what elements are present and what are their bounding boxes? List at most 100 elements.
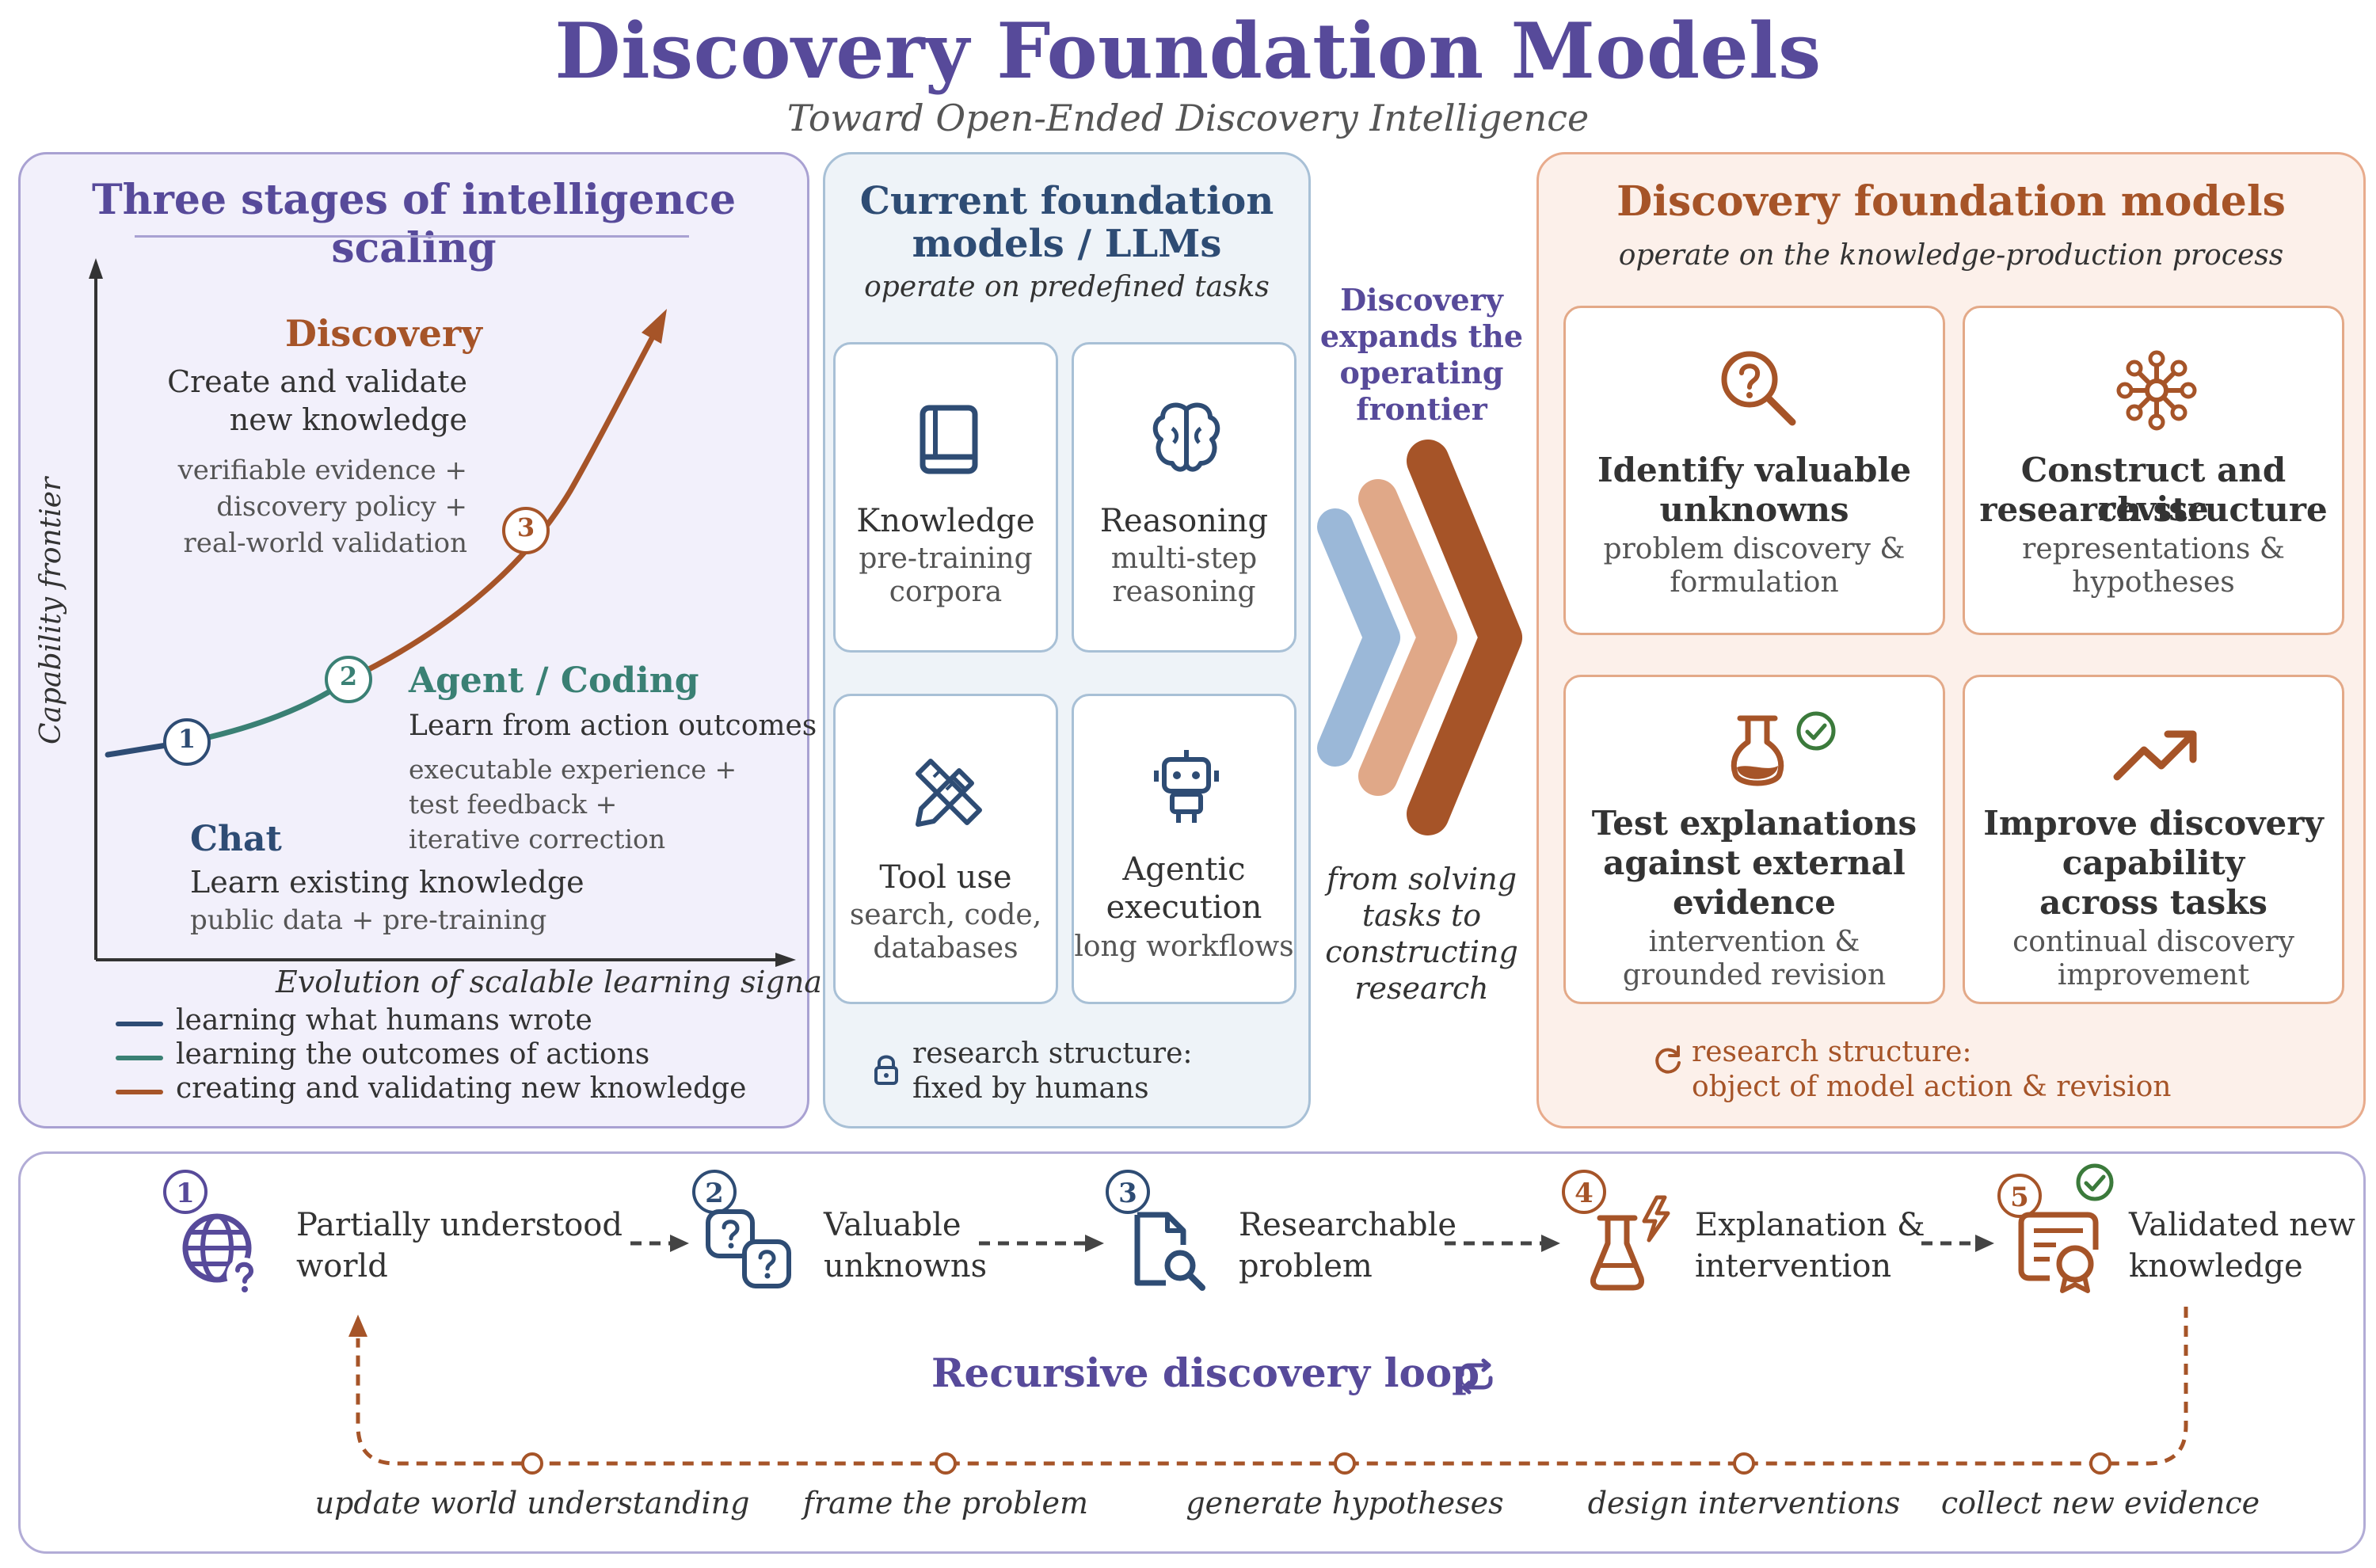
card-improve-title2: capability <box>2062 843 2245 882</box>
page-subtitle: Toward Open-Ended Discovery Intelligence <box>786 97 1590 139</box>
stage-agent-detail3: iterative correction <box>409 824 666 854</box>
step-2-line2: unknowns <box>824 1248 988 1284</box>
loop-return-arrowhead <box>348 1315 367 1337</box>
right-footer-line2: object of model action & revision <box>1692 1071 2172 1103</box>
chevron-brown <box>1407 440 1522 835</box>
loop-step-generate: generate hypotheses <box>1186 1486 1504 1520</box>
transition-bottom-line1: from solving <box>1326 862 1517 896</box>
x-axis-label: Evolution of scalable learning signals <box>276 965 847 999</box>
loop-return-path <box>356 1307 2188 1466</box>
legend-label-agent: learning the outcomes of actions <box>176 1038 650 1071</box>
step-3-badge: 3 <box>1106 1170 1150 1214</box>
card-agentic-title1: Agentic <box>1122 851 1246 888</box>
transition-top-line3: operating <box>1339 355 1504 390</box>
stage-1-marker <box>163 718 211 766</box>
step-1-line1: Partially understood <box>296 1207 623 1243</box>
arrow-1-2-head <box>670 1235 689 1252</box>
card-test-explanations: Test explanations against external evide… <box>1563 675 1945 1004</box>
card-construct-title1: Construct and revise <box>2020 451 2287 528</box>
transition-bottom-line4: research <box>1354 971 1489 1006</box>
middle-title-line2: models / LLMs <box>912 222 1222 266</box>
step-2-badge: 2 <box>692 1170 737 1214</box>
stage-discovery-name: Discovery <box>285 312 482 355</box>
stage-2-marker <box>325 656 372 703</box>
loop-node-design <box>1733 1452 1755 1475</box>
step-4-line2: intervention <box>1695 1248 1892 1284</box>
step-5-line1: Validated new <box>2129 1207 2355 1243</box>
loop-step-design: design interventions <box>1587 1486 1901 1520</box>
card-construct-line1: representations & <box>2022 533 2285 565</box>
repeat-icon <box>1460 1358 1493 1395</box>
loop-node-collect <box>2089 1452 2111 1475</box>
card-identify-title2: unknowns <box>1659 490 1849 529</box>
step-4-badge: 4 <box>1562 1170 1606 1214</box>
middle-footer-line1: research structure: <box>912 1037 1193 1070</box>
card-identify-line1: problem discovery & <box>1603 533 1906 565</box>
card-test-title3: evidence <box>1672 883 1836 922</box>
card-knowledge: Knowledge pre-training corpora <box>833 342 1058 653</box>
card-test-line1: intervention & <box>1648 926 1860 958</box>
right-subtitle: operate on the knowledge-production proc… <box>1618 239 2284 272</box>
card-test-title1: Test explanations <box>1591 804 1917 843</box>
globe-question-icon <box>182 1213 261 1292</box>
question-boxes-icon <box>706 1209 791 1288</box>
card-test-title2: against external <box>1603 843 1906 882</box>
stage-discovery-detail2: discovery policy + <box>216 491 467 523</box>
brain-icon <box>1152 402 1220 472</box>
legend-label-chat: learning what humans wrote <box>176 1004 592 1037</box>
flask-icon <box>1731 715 1784 786</box>
card-identify-unknowns: Identify valuable unknowns problem disco… <box>1563 306 1945 635</box>
card-test-line2: grounded revision <box>1622 959 1887 991</box>
step-5-badge: 5 <box>1997 1174 2042 1218</box>
card-improve-title1: Improve discovery <box>1983 804 2324 843</box>
page-title: Discovery Foundation Models <box>554 6 1822 96</box>
trend-up-icon <box>2113 730 2197 781</box>
flask-bolt-icon <box>1590 1195 1670 1291</box>
step-3-line2: problem <box>1239 1248 1373 1284</box>
lock-icon <box>874 1055 898 1085</box>
transition-top-line2: expands the <box>1319 318 1524 354</box>
card-agentic: Agentic execution long workflows <box>1072 694 1297 1004</box>
card-knowledge-title: Knowledge <box>856 503 1035 539</box>
stage-agent-detail2: test feedback + <box>409 789 618 820</box>
check-circle-icon <box>2076 1163 2114 1201</box>
middle-subtitle: operate on predefined tasks <box>864 271 1270 303</box>
card-identify-title1: Identify valuable <box>1597 451 1912 489</box>
left-title-underline <box>135 235 689 238</box>
arrow-2-3-head <box>1085 1235 1104 1252</box>
loop-node-generate <box>1334 1452 1356 1475</box>
curve-arrowhead <box>642 309 667 344</box>
stage-3-marker <box>502 507 550 554</box>
card-construct-line2: hypotheses <box>2072 566 2235 599</box>
chevron-blue <box>1317 508 1400 767</box>
card-construct-structure: Construct and revise research structure … <box>1963 306 2344 635</box>
stage-discovery-desc2: new knowledge <box>229 402 467 437</box>
card-construct-title2: research structure <box>1979 490 2328 529</box>
middle-footer-line2: fixed by humans <box>912 1072 1149 1105</box>
y-axis-arrow <box>89 258 103 279</box>
card-reasoning-title: Reasoning <box>1099 503 1269 539</box>
legend-swatch-chat <box>116 1022 163 1026</box>
card-tool-use-line2: databases <box>873 932 1019 965</box>
stage-discovery-desc1: Create and validate <box>167 364 467 399</box>
check-circle-icon <box>1796 711 1836 751</box>
stage-agent-desc: Learn from action outcomes <box>409 710 817 742</box>
tools-icon <box>916 759 982 827</box>
right-footer-line1: research structure: <box>1692 1036 1972 1068</box>
transition-bottom-line2: tasks to <box>1361 898 1482 933</box>
card-tool-use-line1: search, code, <box>849 899 1042 931</box>
card-tool-use: Tool use search, code, databases <box>833 694 1058 1004</box>
document-search-icon <box>1134 1212 1205 1291</box>
card-improve-capability: Improve discovery capability across task… <box>1963 675 2344 1004</box>
card-agentic-title2: execution <box>1106 889 1262 926</box>
legend-swatch-agent <box>116 1056 163 1060</box>
stage-discovery-detail3: real-world validation <box>183 527 467 559</box>
card-tool-use-title: Tool use <box>879 859 1012 896</box>
card-improve-line1: continual discovery <box>2012 926 2294 958</box>
card-agentic-line1: long workflows <box>1074 931 1294 963</box>
stage-agent-name: Agent / Coding <box>409 660 699 701</box>
step-1-badge: 1 <box>163 1170 208 1214</box>
magnifier-question-icon <box>1721 351 1796 426</box>
